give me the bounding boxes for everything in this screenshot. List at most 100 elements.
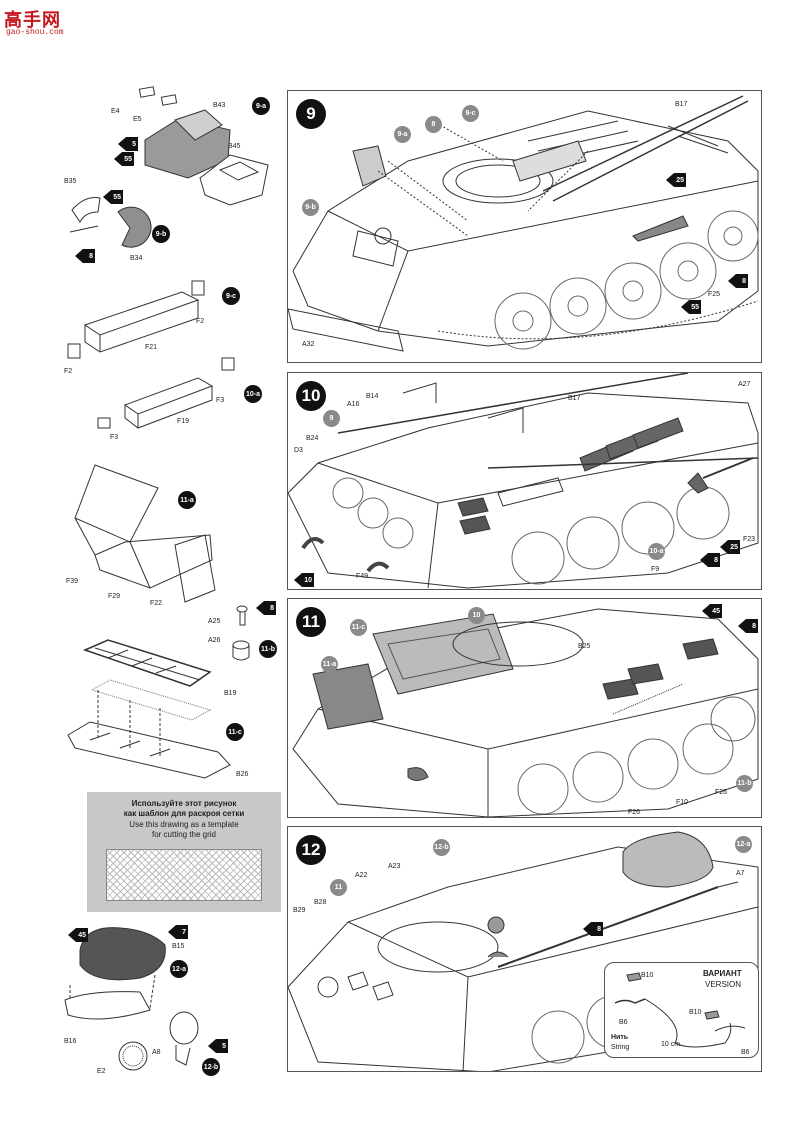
step-11-tank-drawing <box>292 608 759 817</box>
label-b25: B25 <box>578 643 591 650</box>
badge-star-8-11: 8 <box>738 619 758 633</box>
step-10-tank-drawing <box>288 373 759 589</box>
label-f9: F9 <box>651 566 660 573</box>
callout-11c-ref: 11-c <box>350 619 367 636</box>
mesh-template-pattern <box>106 849 262 901</box>
label-b17: B17 <box>675 101 688 108</box>
badge-star-55: 55 <box>114 152 134 166</box>
label-f2-bottom: F2 <box>64 368 73 375</box>
label-e4: E4 <box>111 108 120 115</box>
variant-title-ru: ВАРИАНТ <box>703 969 742 978</box>
label-f3-top: F3 <box>216 397 225 404</box>
label-f22: F22 <box>150 600 163 607</box>
callout-12b-ref: 12-b <box>433 839 450 856</box>
template-en-line2: for cutting the grid <box>151 830 217 839</box>
callout-9a: 9-a <box>252 97 270 115</box>
badge-star-5-b: 5 <box>208 1039 228 1053</box>
part-b15-drawing <box>79 927 166 981</box>
callout-10a-ref: 10-a <box>648 543 665 560</box>
label-f23: F23 <box>743 536 756 543</box>
part-f21-drawing <box>83 291 200 336</box>
label-a27: A27 <box>738 381 751 388</box>
part-b34-drawing <box>117 206 152 248</box>
logo-url: gao-shou.com <box>6 28 64 37</box>
part-b19-drawing <box>82 639 212 687</box>
callout-9b-ref: 9-b <box>302 199 319 216</box>
label-variant-b6-right: B6 <box>741 1049 750 1056</box>
label-b43: B43 <box>213 102 226 109</box>
label-b26: B26 <box>236 771 249 778</box>
badge-star-10: 10 <box>294 573 314 587</box>
label-e2: E2 <box>97 1068 106 1075</box>
label-variant-b10-right: B10 <box>689 1009 702 1016</box>
template-ru-line1: Используйте этот рисунок <box>131 799 237 808</box>
part-11a-drawing <box>74 464 159 543</box>
label-f2-top: F2 <box>196 318 205 325</box>
label-b15: B15 <box>172 943 185 950</box>
label-b14: B14 <box>366 393 379 400</box>
callout-8: 8 <box>425 116 442 133</box>
badge-star-8-10: 8 <box>700 553 720 567</box>
variant-title-en: VERSION <box>705 980 742 989</box>
label-f19: F19 <box>177 418 190 425</box>
step-number-12: 12 <box>296 835 326 865</box>
site-logo: 高手网 gao-shou.com <box>4 6 84 42</box>
label-e5: E5 <box>133 116 142 123</box>
step-number-11: 11 <box>296 607 326 637</box>
label-a23: A23 <box>388 863 401 870</box>
badge-star-55: 55 <box>681 300 701 314</box>
label-f25: F25 <box>708 291 721 298</box>
label-string-length: 10 cm <box>661 1041 681 1048</box>
badge-star-8-b: 8 <box>75 249 95 263</box>
callout-10-ref: 10 <box>468 607 485 624</box>
label-f26-b: F26 <box>715 789 728 796</box>
step-number-10: 10 <box>296 381 326 411</box>
label-f10: F10 <box>676 799 689 806</box>
callout-9-ref: 9 <box>323 410 340 427</box>
label-b19: B19 <box>224 690 237 697</box>
label-a7: A7 <box>736 870 745 877</box>
callout-11b: 11-b <box>259 640 277 658</box>
step-10-panel: 10 A27 B14 A16 B17 B24 D3 F49 F9 F23 9 1… <box>287 372 762 590</box>
callout-9c: 9-c <box>222 287 240 305</box>
callout-12b: 12-b <box>202 1058 220 1076</box>
label-a16: A16 <box>347 401 360 408</box>
badge-star-7: 7 <box>168 925 188 939</box>
label-b24: B24 <box>306 435 319 442</box>
label-b29: B29 <box>293 907 306 914</box>
callout-11c: 11-c <box>226 723 244 741</box>
step-number-9: 9 <box>296 99 326 129</box>
badge-star-8-c: 8 <box>256 601 276 615</box>
label-d3: D3 <box>294 447 303 454</box>
part-e2-drawing <box>118 1041 148 1071</box>
label-f26-a: F26 <box>628 809 641 816</box>
label-f39: F39 <box>66 578 79 585</box>
variant-string-drawing <box>614 972 746 1048</box>
part-a26-drawing <box>232 645 250 661</box>
badge-star-45: 45 <box>68 928 88 942</box>
label-b28: B28 <box>314 899 327 906</box>
badge-star-55-b: 55 <box>103 190 123 204</box>
label-f21: F21 <box>145 344 158 351</box>
label-a32: A32 <box>302 341 315 348</box>
label-b35: B35 <box>64 178 77 185</box>
callout-9a-ref: 9-a <box>394 126 411 143</box>
label-a25: A25 <box>208 618 221 625</box>
label-a22: A22 <box>355 872 368 879</box>
badge-star-25: 25 <box>666 173 686 187</box>
label-b34: B34 <box>130 255 143 262</box>
label-string-ru: Нить <box>611 1034 629 1041</box>
step-9-panel: 9 B17 F25 A32 8 9-a 9-b 9-c 25 8 55 <box>287 90 762 363</box>
logo-text: 高手网 <box>4 10 61 30</box>
callout-11a-ref: 11-a <box>321 656 338 673</box>
step-12-panel: 12 A23 A22 B29 B28 A7 11 12-a 12-b 8 <box>287 826 762 1072</box>
callout-9b: 9-b <box>152 225 170 243</box>
badge-star-5: 5 <box>118 137 138 151</box>
badge-star-25-10: 25 <box>720 540 740 554</box>
callout-11-ref: 11 <box>330 879 347 896</box>
label-f3-bottom: F3 <box>110 434 119 441</box>
variant-box: ВАРИАНТ VERSION B10 B6 B10 B6 Нить Strin… <box>604 962 759 1058</box>
badge-star-8-12: 8 <box>583 922 603 936</box>
template-en-line1: Use this drawing as a template <box>129 820 239 829</box>
label-b45: B45 <box>228 143 241 150</box>
